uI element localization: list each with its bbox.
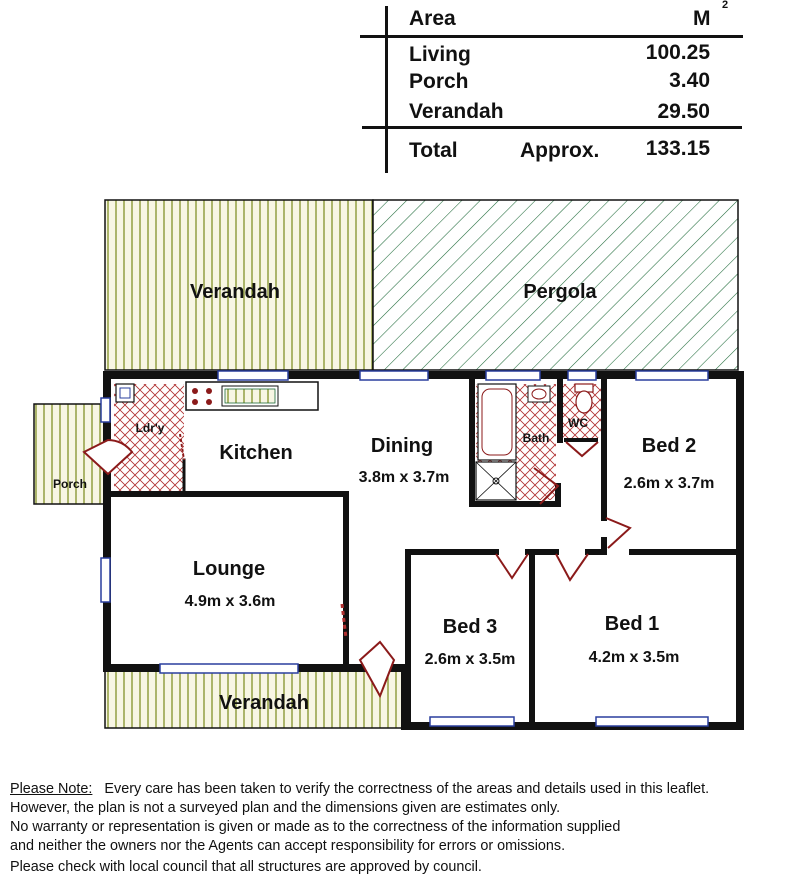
area-total-label: Total xyxy=(409,139,458,162)
kitchen-bench xyxy=(185,381,319,411)
area-unit-superscript: 2 xyxy=(722,0,729,11)
area-row-value: 100.25 xyxy=(645,41,710,64)
area-table-vertical-rule xyxy=(385,6,388,173)
doors xyxy=(82,433,632,699)
area-total-qualifier: Approx. xyxy=(520,139,600,162)
bath-label: Bath xyxy=(523,431,550,445)
toilet xyxy=(574,383,594,414)
pergola-label: Pergola xyxy=(523,281,597,303)
area-row-value: 29.50 xyxy=(657,100,710,123)
windows xyxy=(100,370,709,727)
bed2-dimensions: 2.6m x 3.7m xyxy=(624,475,715,492)
dining-label: Dining xyxy=(371,435,433,457)
bed1-label: Bed 1 xyxy=(605,613,659,635)
area-unit: M xyxy=(693,7,711,30)
shower xyxy=(475,461,517,501)
area-row-value: 3.40 xyxy=(669,69,710,92)
note-lead: Please Note: xyxy=(10,781,93,797)
basin xyxy=(527,385,551,403)
note-line: Please Note: Every care has been taken t… xyxy=(10,780,795,799)
laundry-tub xyxy=(115,383,135,403)
area-table-header-rule xyxy=(360,35,743,38)
pergola-area xyxy=(372,199,739,371)
area-row-label: Porch xyxy=(409,70,469,93)
note-line: However, the plan is not a surveyed plan… xyxy=(10,800,561,816)
bathtub xyxy=(477,383,517,461)
note-line: No warranty or representation is given o… xyxy=(10,819,621,835)
wc-label: WC xyxy=(568,416,588,430)
note-line: and neither the owners nor the Agents ca… xyxy=(10,838,566,854)
note-line: Please check with local council that all… xyxy=(10,859,482,875)
laundry-label: Ldr'y xyxy=(136,421,165,435)
walls xyxy=(103,371,744,730)
verandah-bottom-label: Verandah xyxy=(219,692,309,714)
area-row-label: Verandah xyxy=(409,100,504,123)
area-total-value: 133.15 xyxy=(645,137,710,160)
verandah-top-label: Verandah xyxy=(190,281,280,303)
lounge-dimensions: 4.9m x 3.6m xyxy=(185,593,276,610)
area-table-total-rule xyxy=(362,126,742,129)
disclaimer-note: Please Note: Every care has been taken t… xyxy=(10,780,795,877)
bed3-label: Bed 3 xyxy=(443,616,497,638)
bed3-dimensions: 2.6m x 3.5m xyxy=(425,651,516,668)
verandah-top-area xyxy=(104,199,374,371)
note-text: Every care has been taken to verify the … xyxy=(104,781,710,797)
dining-dimensions: 3.8m x 3.7m xyxy=(359,469,450,486)
area-header-label: Area xyxy=(409,7,456,30)
porch-label: Porch xyxy=(53,477,87,491)
area-row-label: Living xyxy=(409,43,471,66)
lounge-label: Lounge xyxy=(193,558,265,580)
kitchen-label: Kitchen xyxy=(219,442,292,464)
area-table: Area M 2 Living 100.25 Porch 3.40 Verand… xyxy=(360,0,750,175)
bed1-dimensions: 4.2m x 3.5m xyxy=(589,649,680,666)
bed2-label: Bed 2 xyxy=(642,435,696,457)
